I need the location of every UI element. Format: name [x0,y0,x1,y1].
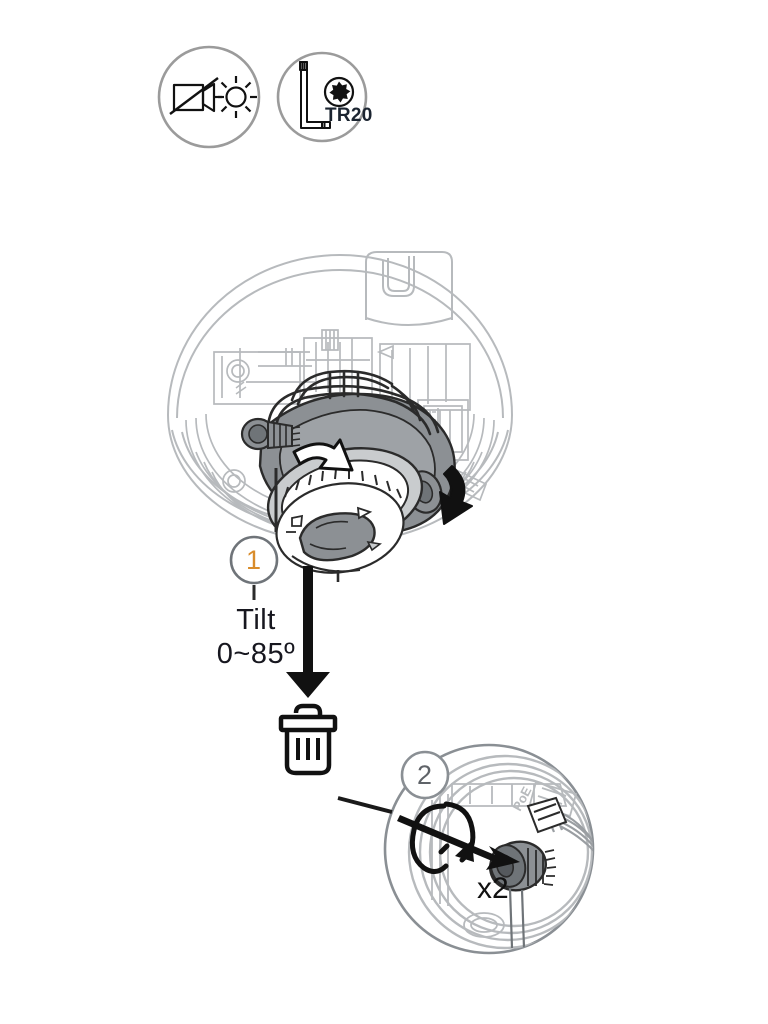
screw-count-label: x2 [477,872,509,905]
detail-cable-clip [526,796,568,834]
badge-circle-outline [157,45,261,149]
camera-lens-faceplate [275,482,405,582]
tilt-arrow-left [292,438,354,472]
callout-1-leader [252,468,278,600]
tilt-label: Tilt [236,604,276,636]
callout-2-circle [400,750,450,800]
callout-2-arrow [397,815,520,870]
callout-2-number: 2 [417,760,433,790]
torx-key-icon [299,61,331,129]
dome-mount-tab [365,251,453,326]
callout-2-leader [337,796,393,814]
callout-1-circle [229,535,279,585]
tr20-label: TR20 [325,105,373,126]
down-arrow-icon [286,566,330,698]
tilt-arrow-right [439,465,473,525]
sun-icon [215,76,257,118]
camera-cable-harness [266,369,440,436]
badge-torx-driver [276,51,368,143]
rotation-arrowhead [455,840,474,862]
badge-power-off-light [157,45,261,149]
camera-off-icon [169,77,219,115]
tilt-range-label: 0~85º [216,638,296,670]
camera-module [240,369,456,582]
torx-star-icon [323,76,355,108]
camera-lens [298,512,376,562]
trash-bin-icon [278,703,338,776]
callout-1-number: 1 [246,545,262,575]
camera-side-connector [240,417,301,451]
